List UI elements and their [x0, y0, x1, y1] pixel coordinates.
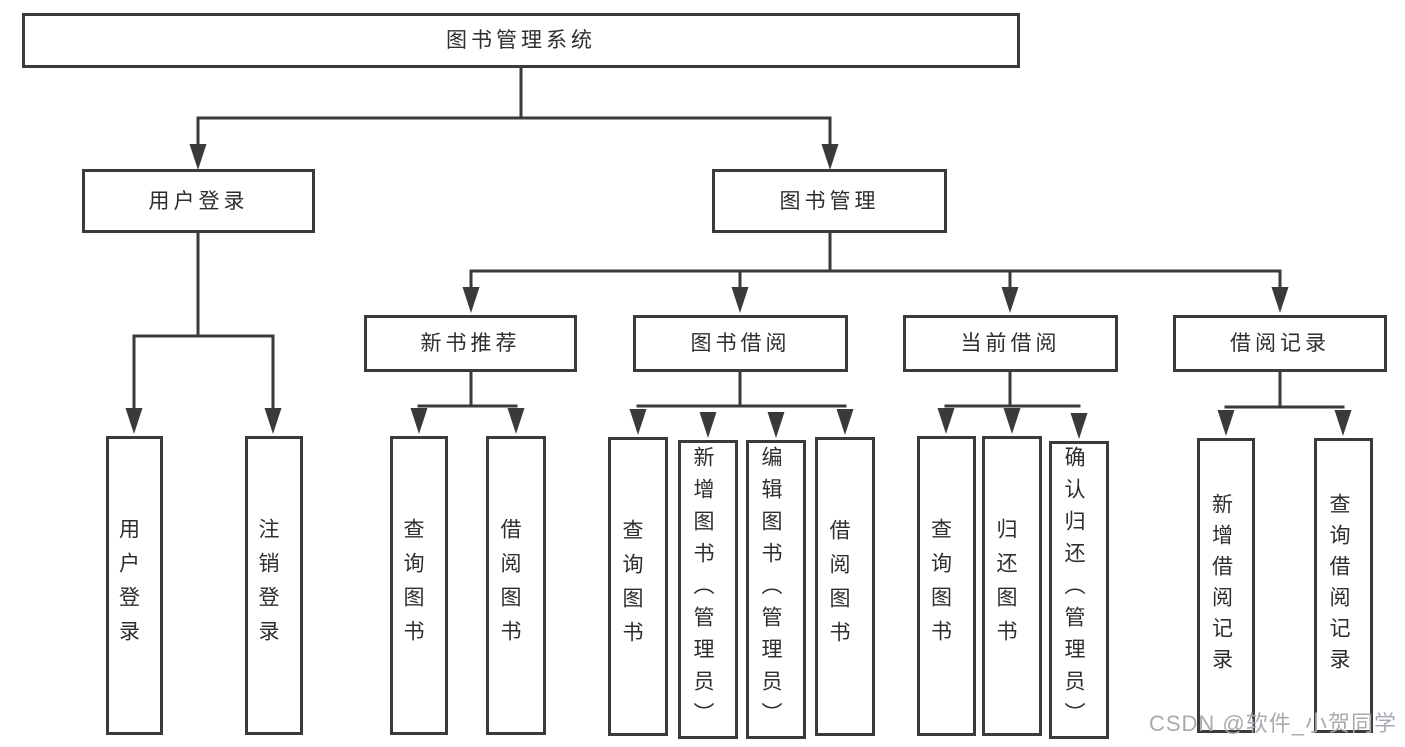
root-node-label: 图书管理系统: [446, 29, 596, 52]
confirm-return-admin-leaf: 确认归还（管理员）: [1049, 441, 1109, 739]
watermark: CSDN @软件_小贺同学: [1148, 711, 1397, 736]
borrow-records-node: 借阅记录: [1173, 315, 1387, 372]
tree-edges: [132, 68, 1345, 410]
edge-book-borrow-to-leaves: [636, 372, 847, 408]
arrowhead-icon: [836, 409, 854, 435]
arrowhead-icon: [629, 409, 647, 435]
arrowhead-icon: [410, 408, 428, 434]
arrowhead-icon: [1334, 410, 1352, 436]
new-book-recommend-label: 新书推荐: [420, 332, 521, 355]
user-login-node-label: 用户登录: [148, 189, 249, 213]
query-borrow-record-leaf-label: 查询借阅记录: [1327, 492, 1350, 679]
user-login-leaf-label: 用户登录: [116, 517, 140, 654]
arrowhead-icon: [731, 287, 749, 313]
arrowhead-icon: [1217, 410, 1235, 436]
query-book-leaf-3: 查询图书: [917, 436, 976, 736]
edge-borrow-records-to-leaves: [1224, 372, 1345, 409]
edge-book-mgmt-to-level2: [469, 233, 1282, 292]
query-book-leaf-2-label: 查询图书: [620, 518, 643, 655]
add-book-admin-leaf: 新增图书（管理员）: [678, 440, 738, 739]
arrowhead-icon: [1271, 287, 1289, 313]
return-book-leaf: 归还图书: [982, 436, 1042, 736]
arrowhead-icon: [125, 408, 143, 434]
book-management-node-label: 图书管理: [779, 189, 880, 213]
edit-book-admin-leaf-label: 编辑图书（管理员）: [759, 445, 782, 734]
current-borrow-node: 当前借阅: [903, 315, 1118, 372]
arrowhead-icon: [189, 144, 207, 170]
query-book-leaf-3-label: 查询图书: [928, 518, 952, 654]
borrow-book-leaf-2-label: 借阅图书: [827, 518, 850, 655]
edge-user-login-to-leaves: [132, 233, 275, 410]
borrow-book-leaf-2: 借阅图书: [815, 437, 875, 736]
query-book-leaf-2: 查询图书: [608, 437, 668, 736]
book-management-node: 图书管理: [712, 169, 947, 233]
edge-root-to-level1: [196, 68, 832, 148]
arrowhead-icon: [1001, 287, 1019, 313]
logout-leaf-label: 注销登录: [256, 517, 279, 654]
arrowheads: [125, 144, 1352, 439]
query-book-leaf-1-label: 查询图书: [401, 517, 424, 654]
root-node: 图书管理系统: [22, 13, 1020, 68]
arrowhead-icon: [507, 408, 525, 434]
user-login-leaf: 用户登录: [106, 436, 163, 735]
user-login-node: 用户登录: [82, 169, 315, 233]
logout-leaf: 注销登录: [245, 436, 303, 735]
edit-book-admin-leaf: 编辑图书（管理员）: [746, 440, 806, 739]
edge-new-book-to-leaves: [417, 372, 518, 408]
borrow-records-label: 借阅记录: [1230, 332, 1330, 355]
add-book-admin-leaf-label: 新增图书（管理员）: [691, 445, 714, 734]
arrowhead-icon: [264, 408, 282, 434]
arrowhead-icon: [821, 144, 839, 170]
new-book-recommend-node: 新书推荐: [364, 315, 577, 372]
current-borrow-label: 当前借阅: [960, 332, 1061, 355]
arrowhead-icon: [699, 412, 717, 438]
arrowhead-icon: [1003, 408, 1021, 434]
add-borrow-record-leaf-label: 新增借阅记录: [1209, 492, 1233, 679]
book-borrow-label: 图书借阅: [690, 332, 791, 355]
arrowhead-icon: [937, 408, 955, 434]
confirm-return-admin-leaf-label: 确认归还（管理员）: [1062, 446, 1085, 734]
arrowhead-icon: [767, 412, 785, 438]
return-book-leaf-label: 归还图书: [994, 518, 1017, 654]
arrowhead-icon: [462, 287, 480, 313]
book-borrow-node: 图书借阅: [633, 315, 848, 372]
add-borrow-record-leaf: 新增借阅记录: [1197, 438, 1255, 733]
edge-current-borrow-to-leaves: [944, 372, 1081, 408]
query-borrow-record-leaf: 查询借阅记录: [1314, 438, 1373, 733]
borrow-book-leaf-1: 借阅图书: [486, 436, 546, 735]
borrow-book-leaf-1-label: 借阅图书: [498, 517, 521, 654]
arrowhead-icon: [1070, 413, 1088, 439]
query-book-leaf-1: 查询图书: [390, 436, 448, 735]
